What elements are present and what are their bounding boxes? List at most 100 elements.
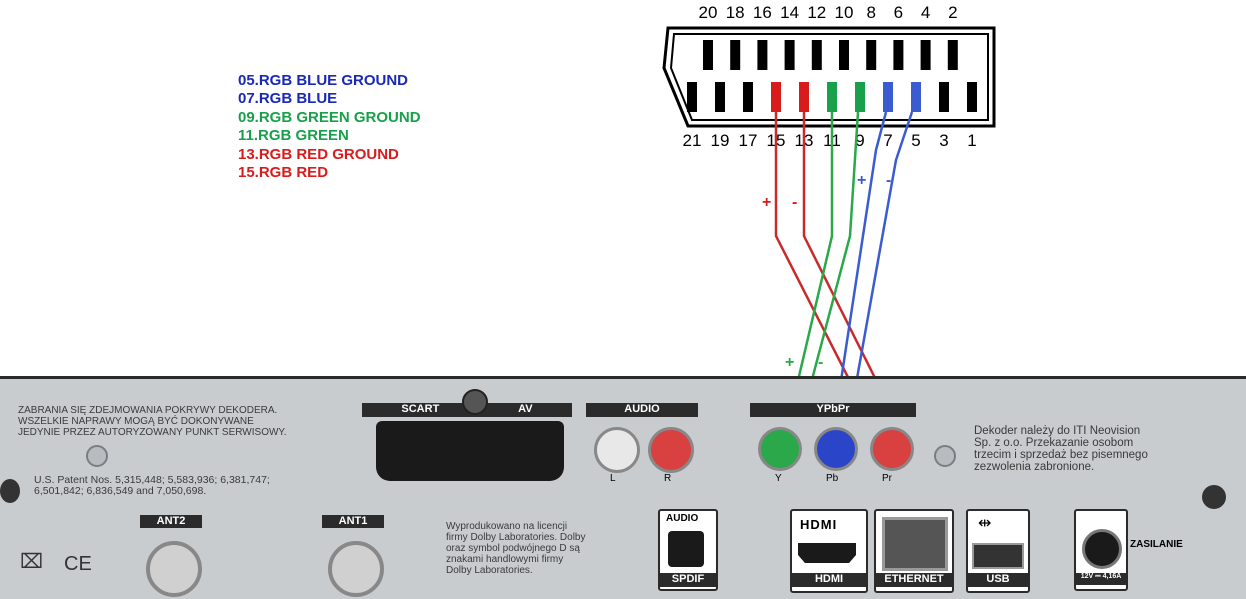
scart-pin-number-bottom: 21 <box>682 131 702 150</box>
scart-pin-top <box>811 40 822 70</box>
pr-label: Pr <box>882 473 892 484</box>
scart-pin-bottom <box>715 82 725 112</box>
audio-label-bar: AUDIO <box>586 403 698 417</box>
scart-pin-bottom <box>855 82 865 112</box>
green-plus-sign: + <box>785 354 795 371</box>
blue-plus-sign: + <box>857 172 867 189</box>
scart-pin-bottom <box>799 82 809 112</box>
legend-item: 05.RGB BLUE GROUND <box>238 72 409 89</box>
scart-label: SCART <box>401 403 440 415</box>
ypbpr-label-bar: YPbPr <box>750 403 916 417</box>
audio-right-rca-port[interactable] <box>648 427 694 473</box>
scart-pin-number-top: 4 <box>920 3 931 22</box>
scart-pin-bottom <box>967 82 977 112</box>
scart-pin-bottom <box>911 82 921 112</box>
scart-pin-number-bottom: 13 <box>794 131 814 150</box>
power-rating-label: 12V ⎓ 4,16A <box>1074 573 1128 585</box>
audio-left-rca-port[interactable] <box>594 427 640 473</box>
scart-pin-top <box>839 40 849 70</box>
scart-pin-number-top: 18 <box>725 3 745 22</box>
component-pb-port[interactable] <box>814 427 858 471</box>
scart-pin-number-bottom: 7 <box>883 131 893 150</box>
screw-icon <box>1202 485 1226 509</box>
scart-pin-number-top: 20 <box>698 3 718 22</box>
dolby-text: Wyprodukowano na licencji firmy Dolby La… <box>446 521 586 576</box>
scart-pin-top <box>730 40 741 70</box>
ant2-label: ANT2 <box>140 515 202 528</box>
patent-text: U.S. Patent Nos. 5,315,448; 5,583,936; 6… <box>34 474 270 497</box>
ant1-port[interactable] <box>328 541 384 597</box>
owner-text: Dekoder należy do ITI Neovision Sp. z o.… <box>974 425 1148 473</box>
scart-pin-number-top: 2 <box>948 3 958 22</box>
legend-item: 11.RGB GREEN <box>238 127 349 145</box>
scart-pin-bottom <box>687 82 697 112</box>
decoder-back-panel: ZABRANIA SIĘ ZDEJMOWANIA POKRYWY DEKODER… <box>0 376 1246 599</box>
spdif-optical-port[interactable] <box>668 531 704 567</box>
scart-pin-bottom <box>939 82 949 112</box>
ant1-label: ANT1 <box>322 515 384 528</box>
green-minus-sign: - <box>818 354 824 371</box>
scart-pin-top <box>784 40 795 70</box>
scart-pin-number-top: 16 <box>752 3 772 22</box>
ce-mark-icon: CE <box>64 553 92 575</box>
hdmi-label: HDMI <box>790 573 868 587</box>
scart-pin-number-top: 14 <box>780 3 800 22</box>
spdif-label: SPDIF <box>658 573 718 587</box>
usb-port[interactable] <box>972 543 1024 569</box>
scart-pin-number-bottom: 15 <box>766 131 786 150</box>
scart-pin-number-top: 10 <box>834 3 854 22</box>
usb-label: USB <box>966 573 1030 587</box>
scart-pin-top <box>947 40 958 70</box>
power-jack[interactable] <box>1082 529 1122 569</box>
scart-pin-number-bottom: 3 <box>939 131 949 150</box>
weee-bin-icon: ⌧ <box>20 551 44 573</box>
scart-pin-bottom <box>771 82 781 112</box>
scart-pin-number-top: 12 <box>807 3 827 22</box>
ethernet-port[interactable] <box>882 517 948 571</box>
screw-icon <box>934 445 956 467</box>
scart-pin-number-bottom: 19 <box>710 131 730 150</box>
spdif-audio-label: AUDIO <box>666 513 699 524</box>
audio-r-label: R <box>664 473 672 484</box>
scart-connector-diagram <box>662 26 996 128</box>
power-label: ZASILANIE <box>1130 539 1183 550</box>
scart-pin-top <box>866 40 877 70</box>
warning-text: ZABRANIA SIĘ ZDEJMOWANIA POKRYWY DEKODER… <box>18 405 287 438</box>
ethernet-label: ETHERNET <box>874 573 954 587</box>
hdmi-port[interactable] <box>798 543 856 563</box>
screw-icon <box>86 445 108 467</box>
scart-pin-top <box>893 40 904 70</box>
scart-pin-bottom <box>827 82 837 112</box>
component-y-port[interactable] <box>758 427 802 471</box>
legend-item: 09.RGB GREEN GROUND <box>238 108 421 126</box>
scart-pin-number-bottom: 17 <box>738 131 758 150</box>
pb-label: Pb <box>826 473 839 484</box>
scart-pin-number-bottom: 9 <box>855 131 865 150</box>
legend-item: 15.RGB RED <box>238 164 329 182</box>
scart-pin-number-top: 8 <box>866 3 876 22</box>
scart-pin-number-bottom: 1 <box>967 131 977 150</box>
legend-item: 07.RGB BLUE <box>238 90 338 108</box>
usb-icon: ⇹ <box>978 515 992 532</box>
scart-port[interactable] <box>376 421 564 481</box>
y-label: Y <box>775 473 782 484</box>
scart-pin-top <box>703 40 713 70</box>
component-pr-port[interactable] <box>870 427 914 471</box>
scart-pin-number-top: 6 <box>893 3 904 22</box>
scart-pin-bottom <box>743 82 753 112</box>
scart-pin-bottom <box>883 82 893 112</box>
red-minus-sign: - <box>792 194 798 211</box>
av-label: AV <box>518 403 533 415</box>
scart-pin-number-bottom: 11 <box>823 131 841 150</box>
legend-item: 13.RGB RED GROUND <box>238 145 399 163</box>
blue-minus-sign: - <box>886 172 892 189</box>
audio-l-label: L <box>610 473 616 484</box>
scart-pin-top <box>920 40 931 70</box>
scart-pin-number-bottom: 5 <box>911 131 921 150</box>
red-plus-sign: + <box>762 194 772 211</box>
screw-icon <box>462 389 488 415</box>
ant2-port[interactable] <box>146 541 202 597</box>
hdmi-logo: HDMI <box>800 517 838 532</box>
scart-pin-top <box>757 40 768 70</box>
